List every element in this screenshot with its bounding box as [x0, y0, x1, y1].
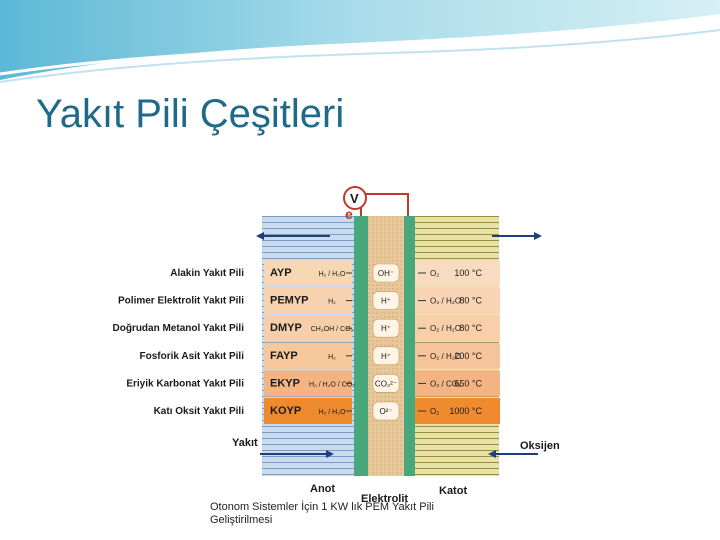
anode-label: Anot: [310, 483, 335, 495]
ion-badge: [372, 291, 400, 310]
fuel-cell-diagram-svg: V e Alakin Yakıt Pili AYP H₂ / H₂O OH⁻ O₂ 100…: [112, 186, 560, 505]
row-cathode-band: [415, 315, 500, 342]
oxidant-species: O₂: [430, 269, 439, 278]
ion-species: OH⁻: [378, 269, 394, 278]
fuel-species: H₂: [328, 299, 336, 306]
electron-label: e: [345, 206, 353, 222]
cell-type-name: Doğrudan Metanol Yakıt Pili: [112, 323, 244, 334]
cathode-label: Katot: [439, 485, 467, 497]
voltmeter-icon: [343, 186, 367, 210]
cell-type-name: Eriyik Karbonat Yakıt Pili: [126, 378, 244, 389]
row-anode-band: [264, 260, 352, 286]
operating-temperature: 1000 °C: [449, 406, 482, 416]
fuel-species: H₂ / H₂O / CO₂: [309, 381, 355, 388]
fuel-species: H₂: [328, 354, 336, 361]
cell-type-abbr: AYP: [270, 267, 292, 279]
anode-electrode: [354, 216, 368, 476]
oxygen-inlet-arrowhead: [488, 450, 496, 458]
cell-type-name: Katı Oksit Yakıt Pili: [154, 406, 245, 417]
fuel-inlet-arrowhead: [326, 450, 334, 458]
cell-type-abbr: FAYP: [270, 350, 298, 362]
operating-temperature: 200 °C: [454, 351, 482, 361]
ion-badge: [372, 318, 400, 338]
row-cathode-band: [415, 260, 500, 286]
cell-type-name: Alakin Yakıt Pili: [170, 268, 244, 279]
oxidant-species: O₂: [430, 407, 439, 416]
row-cathode-band: [415, 398, 500, 424]
row-anode-band: [264, 370, 352, 397]
row-anode-band: [264, 398, 352, 424]
row-cathode-band: [415, 342, 500, 369]
cell-type-abbr: EKYP: [270, 377, 300, 389]
ion-species: H⁺: [381, 324, 391, 333]
ion-species: CO₃²⁻: [375, 379, 397, 388]
electrolyte-label: Elektrolit: [361, 493, 408, 505]
cathode-electrode: [404, 216, 415, 476]
cell-type-abbr: PEMYP: [270, 295, 309, 307]
row-anode-band: [264, 287, 352, 314]
row-cathode-band: [415, 287, 500, 314]
fuel-species: H₂ / H₂O: [319, 409, 346, 416]
oxidant-species: O₂ / CO₂: [430, 379, 461, 388]
electrolyte-column: [368, 216, 404, 476]
fuel-species: CH₃OH / CO₂: [311, 326, 354, 333]
cell-type-abbr: DMYP: [270, 322, 302, 334]
ion-badge: [372, 374, 400, 393]
ion-badge: [372, 401, 400, 421]
ion-species: H⁺: [381, 352, 391, 361]
operating-temperature: 100 °C: [454, 268, 482, 278]
fuel-species: H₂ / H₂O: [319, 271, 346, 278]
operating-temperature: 80 °C: [459, 323, 482, 333]
row-anode-band: [264, 342, 352, 369]
slide-caption: Otonom Sistemler İçin 1 KW lık PEM Yakıt…: [210, 501, 434, 526]
fuel-cell-diagram: V e Alakin Yakıt Pili AYP H₂ / H₂O OH⁻ O₂ 100…: [72, 168, 586, 513]
row-anode-band: [264, 315, 352, 342]
ion-species: O²⁻: [379, 407, 392, 416]
row-cathode-band: [415, 370, 500, 397]
oxidant-species: O₂ / H₂O: [430, 297, 461, 306]
header-wave-decoration: [0, 0, 720, 83]
oxidant-species: O₂ / H₂O: [430, 352, 461, 361]
cell-type-name: Fosforik Asit Yakıt Pili: [140, 351, 245, 362]
voltmeter-label: V: [350, 191, 359, 206]
external-circuit-wire: [360, 193, 409, 216]
operating-temperature: 650 °C: [454, 378, 482, 388]
fuel-label: Yakıt: [232, 437, 258, 449]
oxygen-label: Oksijen: [520, 440, 560, 452]
operating-temperature: 80 °C: [459, 296, 482, 306]
cell-type-abbr: KOYP: [270, 405, 301, 417]
oxidant-species: O₂ / H₂O: [430, 324, 461, 333]
top-left-arrowhead: [256, 232, 264, 240]
ion-badge: [372, 263, 400, 283]
ion-badge: [372, 346, 400, 366]
cell-type-name: Polimer Elektrolit Yakıt Pili: [118, 296, 244, 307]
ion-species: H⁺: [381, 297, 391, 306]
slide-title: Yakıt Pili Çeşitleri: [36, 92, 345, 136]
top-right-arrowhead: [534, 232, 542, 240]
